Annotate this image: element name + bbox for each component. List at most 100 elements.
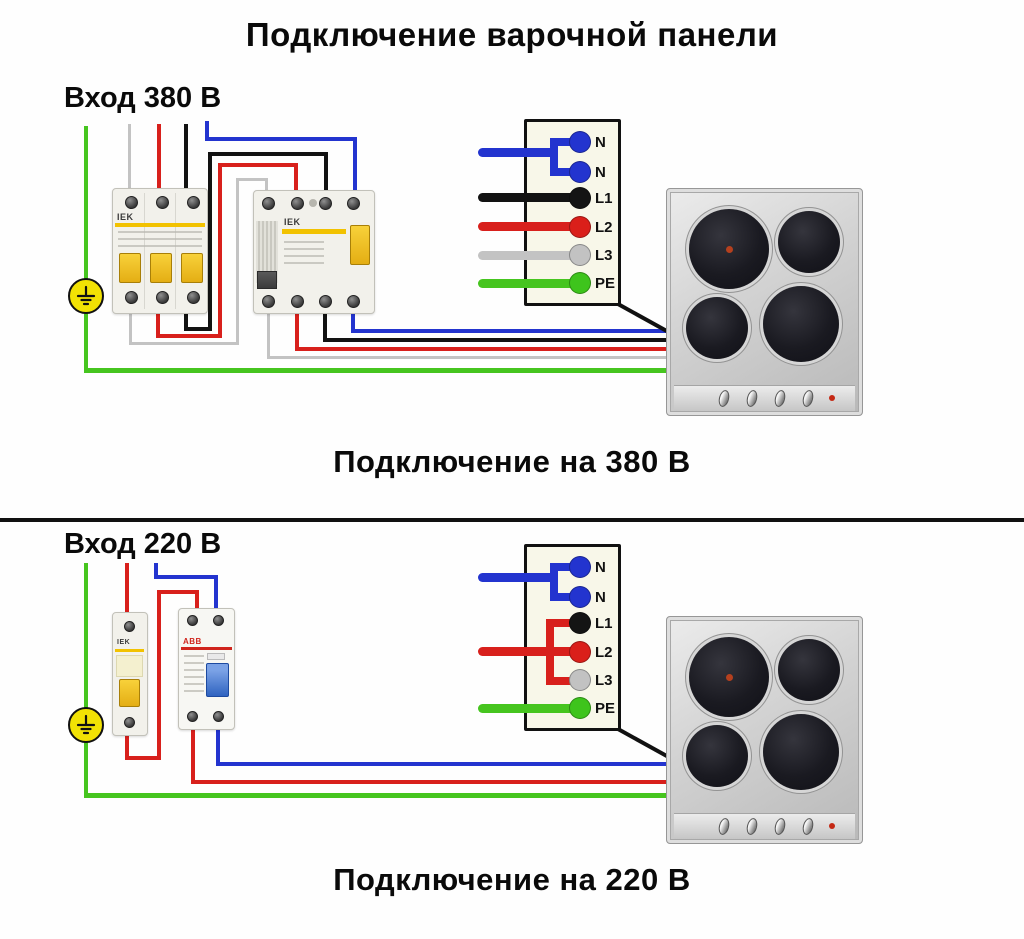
breaker-brand-label: IEK: [117, 639, 131, 646]
rcd-4pole: IEK: [253, 190, 375, 314]
terminal-screw: [347, 197, 360, 210]
neutral-marker-dot: [309, 199, 317, 207]
terminal-pe: [569, 697, 591, 719]
caption-380: Подключение на 380 В: [333, 444, 691, 479]
abb-red-stripe: [181, 647, 232, 650]
stub-l2: [478, 222, 576, 231]
phase-jumper: [552, 619, 574, 627]
ground-symbol: [68, 278, 104, 314]
n-branch: [550, 138, 558, 176]
wire-link-l1: [184, 312, 188, 331]
control-knob: [773, 817, 787, 836]
phase-jumper: [552, 677, 574, 685]
wire-out-n: [216, 762, 672, 766]
control-knob: [717, 817, 731, 836]
ground-icon: [76, 285, 96, 306]
terminal-n1: [569, 556, 591, 578]
control-knob: [745, 389, 759, 408]
wire-link-l2: [218, 163, 298, 167]
wire-supply-n: [214, 575, 218, 612]
terminal-n2: [569, 161, 591, 183]
terminal-label: PE: [595, 275, 616, 292]
wire-link-l: [125, 756, 161, 760]
control-knob: [745, 817, 759, 836]
module-divider: [175, 193, 176, 309]
section-divider: [0, 518, 1024, 522]
wire-link-l2: [156, 334, 222, 338]
stub-l-phase: [478, 647, 576, 656]
wire-out-l2: [295, 308, 299, 351]
terminal-label: N: [595, 589, 606, 606]
test-button: [257, 271, 277, 289]
terminal-l3: [569, 244, 591, 266]
wire-link-l1: [324, 152, 328, 195]
terminal-label: L1: [595, 190, 613, 207]
terminal-label: N: [595, 134, 606, 151]
terminal-screw: [125, 196, 138, 209]
wire-out-n: [351, 329, 672, 333]
terminal-screw: [213, 711, 224, 722]
terminal-screw: [319, 295, 332, 308]
wire-link-l: [157, 590, 161, 760]
iek-yellow-stripe: [282, 229, 346, 234]
terminal-screw: [124, 621, 135, 632]
wire-link-l: [195, 590, 199, 612]
wire-out-l2: [295, 347, 672, 351]
burner: [763, 286, 839, 362]
wire-pe-horizontal: [84, 368, 672, 373]
indicator-light: [829, 395, 835, 401]
control-knob: [717, 389, 731, 408]
wire-supply-n: [353, 137, 357, 195]
wire-link-l3: [265, 178, 268, 196]
ground-symbol: [68, 707, 104, 743]
wire-link-l: [125, 730, 129, 760]
terminal-label: L1: [595, 615, 613, 632]
terminal-label: N: [595, 164, 606, 181]
wire-out-n: [216, 724, 220, 766]
terminal-n1: [569, 131, 591, 153]
stub-pe: [478, 279, 576, 288]
terminal-l3: [569, 669, 591, 691]
ground-icon: [76, 714, 96, 735]
terminal-screw: [291, 295, 304, 308]
stub-l3: [478, 251, 576, 260]
rcd-2pole: ABB: [178, 608, 235, 730]
breaker-toggle: [150, 253, 172, 283]
wire-out-l3: [267, 308, 270, 359]
circuit-breaker-1pole: IEK: [112, 612, 148, 736]
input-voltage-label-220: Вход 220 В: [64, 528, 222, 560]
terminal-label: L2: [595, 644, 613, 661]
terminal-screw: [156, 291, 169, 304]
wire-pe-horizontal: [84, 793, 672, 798]
control-strip: [674, 385, 855, 411]
stub-n: [478, 148, 558, 157]
terminal-screw: [262, 295, 275, 308]
wire-out-l1: [323, 308, 327, 342]
wire-link-l1: [208, 152, 212, 331]
control-knob: [773, 389, 787, 408]
stub-n: [478, 573, 558, 582]
terminal-label: N: [595, 559, 606, 576]
terminal-pe: [569, 272, 591, 294]
control-knob: [801, 817, 815, 836]
wire-supply-l2: [157, 124, 161, 190]
wire-link-l1: [184, 327, 212, 331]
hob-220: [666, 616, 863, 844]
n-branch: [550, 563, 558, 601]
terminal-screw: [347, 295, 360, 308]
wire-out-l: [191, 724, 195, 784]
wire-supply-l: [125, 563, 129, 615]
stub-l1: [478, 193, 576, 202]
terminal-label: L2: [595, 219, 613, 236]
control-strip: [674, 813, 855, 839]
wire-out-l3: [267, 356, 672, 359]
burner: [763, 714, 839, 790]
rcd-brand-label: ABB: [183, 637, 202, 646]
burner: [686, 297, 748, 359]
wire-supply-n: [205, 137, 357, 141]
indicator-light: [829, 823, 835, 829]
terminal-screw: [124, 717, 135, 728]
phase-jumper: [546, 619, 554, 685]
breaker-toggle: [119, 253, 141, 283]
